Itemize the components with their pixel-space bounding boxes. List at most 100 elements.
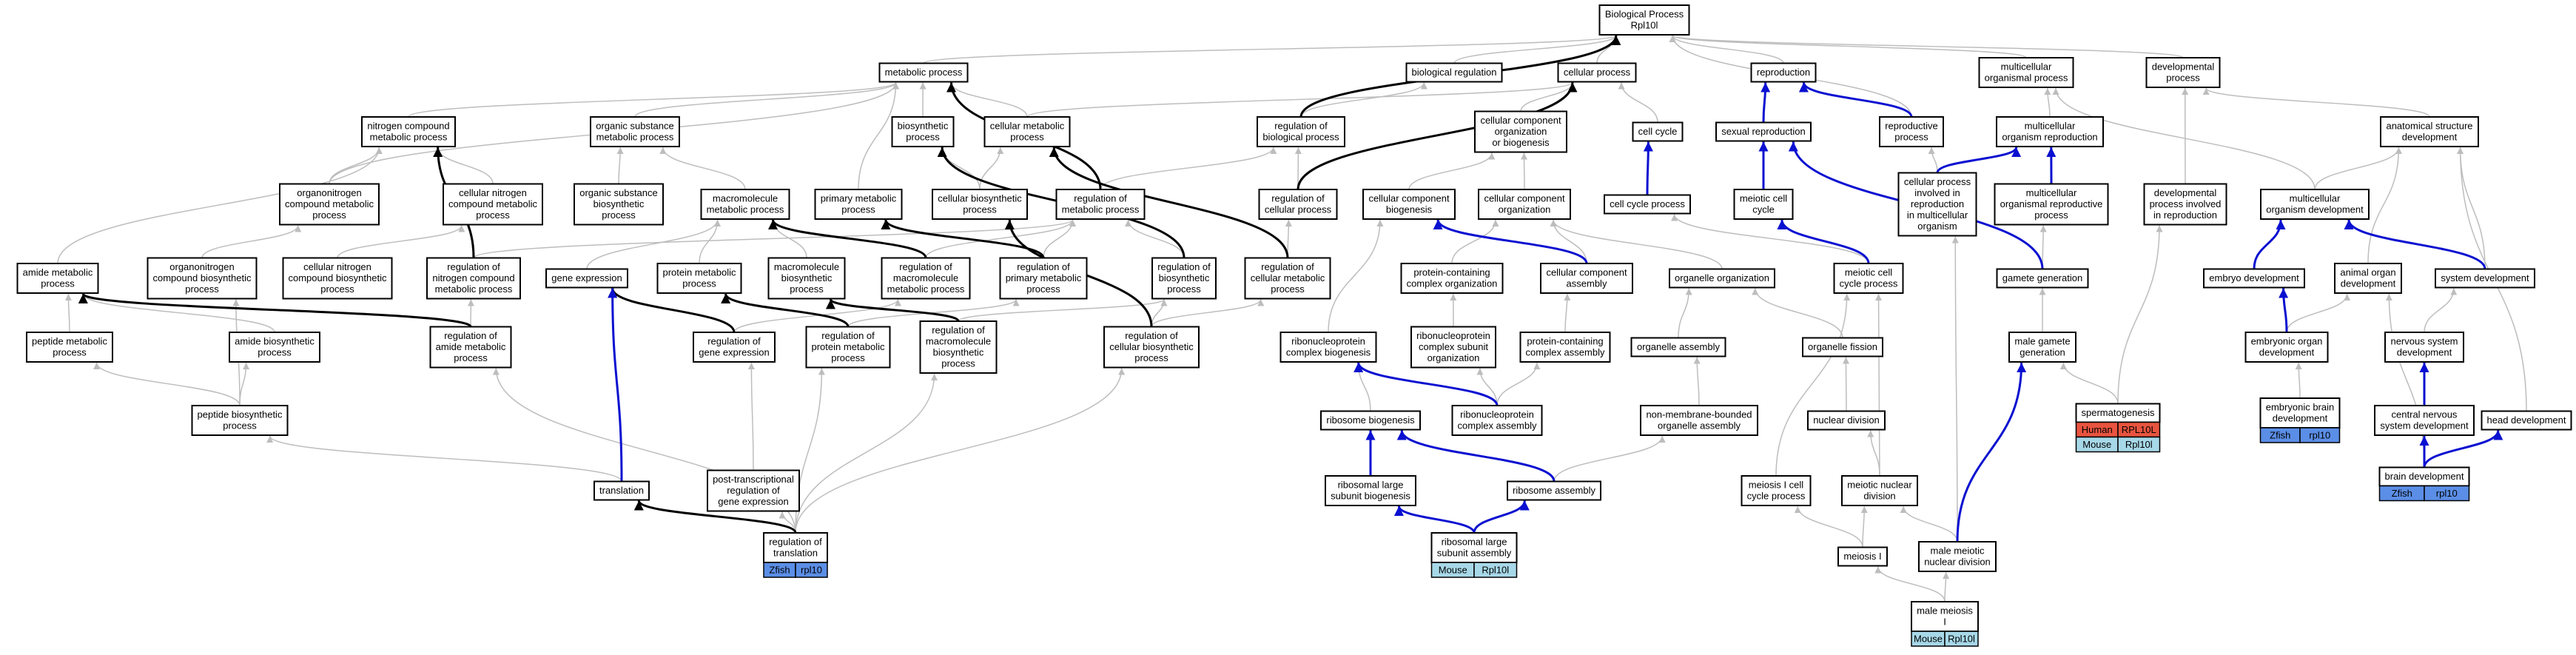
go-node-box: [2244, 332, 2329, 363]
go-node-bioreg[interactable]: biological regulation: [1405, 62, 1503, 83]
go-node-reproduction[interactable]: reproduction: [1750, 62, 1817, 83]
go-node-headdev[interactable]: head development: [2481, 410, 2572, 431]
go-node-label: head development: [2487, 414, 2566, 426]
go-node-label: amide metabolic: [23, 267, 93, 278]
edge-pbp-to-abp: [239, 362, 250, 406]
go-node-cellcycle[interactable]: cell cycle: [1632, 121, 1684, 142]
go-node-embryodev[interactable]: embryo development: [2203, 268, 2305, 289]
go-node-riboassembly[interactable]: ribosome assembly: [1507, 480, 1601, 501]
go-node-ribobio[interactable]: ribosome biogenesis: [1320, 410, 1421, 431]
go-node-ccp[interactable]: cell cycle process: [1604, 194, 1691, 215]
go-node-metabolic[interactable]: metabolic process: [878, 62, 969, 83]
go-node-translation[interactable]: translation: [593, 480, 650, 501]
go-node-label: multicellular: [2026, 187, 2077, 198]
edge-rlsa-to-rlsb: [1394, 505, 1476, 534]
go-node-orgorg[interactable]: organelle organization: [1669, 268, 1775, 289]
go-node-nuclear[interactable]: nuclear division: [1807, 410, 1886, 431]
go-node-orgassembly[interactable]: organelle assembly: [1630, 337, 1726, 357]
go-node-sexrep[interactable]: sexual reproduction: [1715, 121, 1812, 142]
go-node-meiosis1[interactable]: meiosis I: [1837, 546, 1888, 567]
go-node-box: [1478, 189, 1571, 220]
go-node-label: subunit biogenesis: [1331, 491, 1410, 502]
go-node-regmacrobp[interactable]: regulation ofmacromoleculebiosyntheticpr…: [919, 320, 998, 374]
go-node-sysdev[interactable]: system development: [2435, 268, 2535, 289]
edge-osmp-to-metabolic: [634, 81, 899, 118]
go-node-geneexp[interactable]: gene expression: [545, 268, 628, 289]
go-node-orgfission[interactable]: organelle fission: [1802, 337, 1883, 357]
edge-orgorg-to-ccorg: [1550, 219, 1723, 269]
go-node-box: [229, 332, 320, 363]
go-node-gametegen[interactable]: gamete generation: [1996, 268, 2089, 289]
go-node-cellproc[interactable]: cellular process: [1557, 62, 1637, 83]
